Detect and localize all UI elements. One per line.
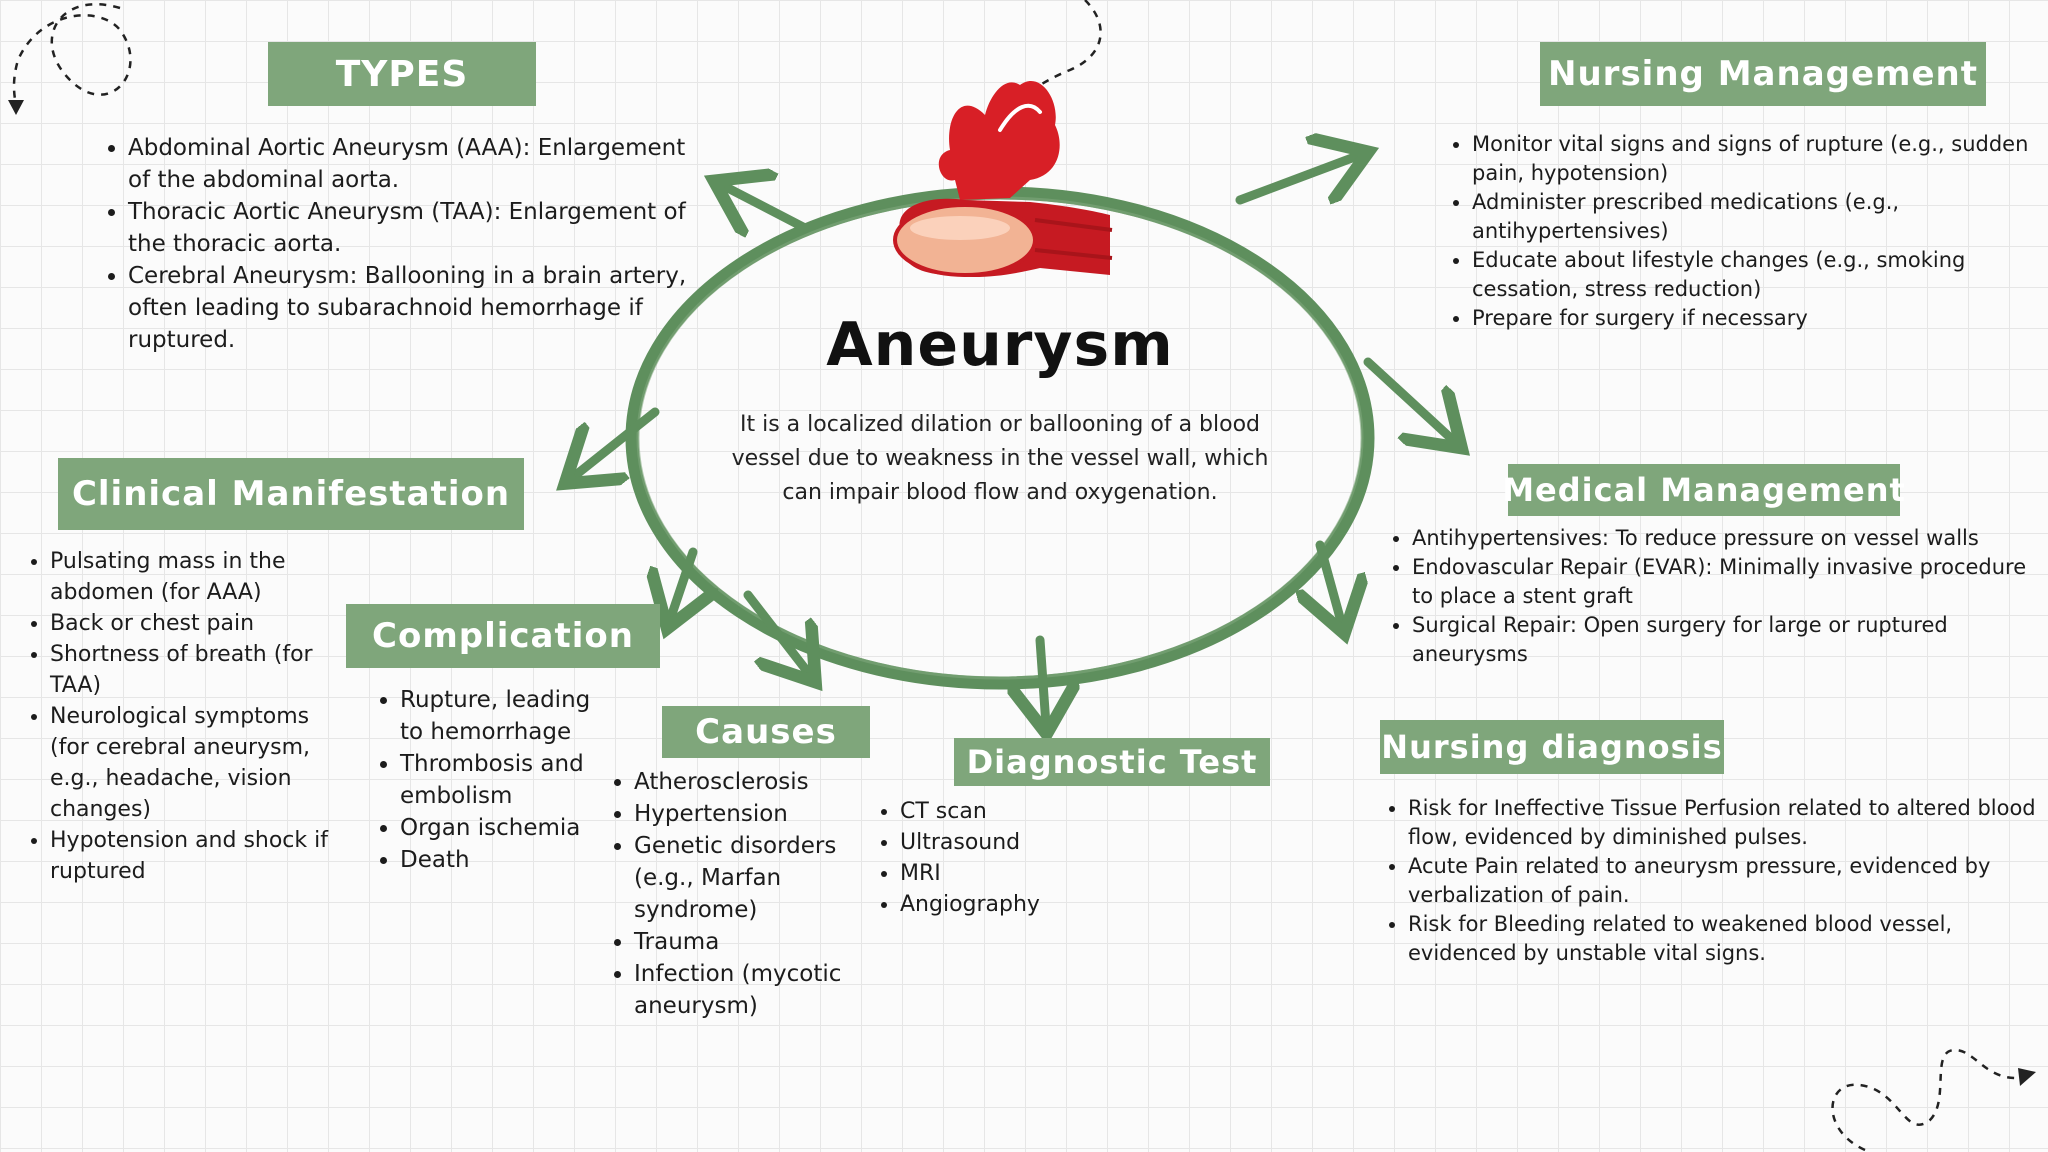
clinical-manifestation-list: Pulsating mass in the abdomen (for AAA) … [24,546,350,887]
clinical-manifestation-header: Clinical Manifestation [58,458,524,530]
arrow-to-causes [743,590,810,675]
causes-item: Atherosclerosis [634,766,864,798]
types-item: Abdominal Aortic Aneurysm (AAA): Enlarge… [128,132,688,196]
clinical-manifestation-item: Back or chest pain [50,608,350,639]
medical-management-header: Medical Management [1502,464,1905,516]
nursing-diagnosis-item: Acute Pain related to aneurysm pressure,… [1408,852,2048,910]
nursing-management-item: Educate about lifestyle changes (e.g., s… [1472,246,2048,304]
causes-item: Trauma [634,926,864,958]
nursing-management-item: Administer prescribed medications (e.g.,… [1472,188,2048,246]
decorative-dashed-line-top [1034,0,1102,90]
causes-header: Causes [662,706,870,758]
diagnostic-test-list: CT scan Ultrasound MRI Angiography [874,796,1160,920]
arrow-to-types [722,185,810,228]
diagnostic-test-item: Angiography [900,889,1160,920]
decorative-arrowhead-bottom-right [2018,1068,2036,1086]
arrow-to-nursing-management [1235,155,1360,200]
nursing-management-list: Monitor vital signs and signs of rupture… [1446,130,2048,333]
nursing-diagnosis-list: Risk for Ineffective Tissue Perfusion re… [1382,794,2048,968]
types-item: Thoracic Aortic Aneurysm (TAA): Enlargem… [128,196,688,260]
diagnostic-test-item: MRI [900,858,1160,889]
diagnostic-test-header: Diagnostic Test [954,738,1270,786]
medical-management-item: Surgical Repair: Open surgery for large … [1412,611,2048,669]
causes-item: Genetic disorders (e.g., Marfan syndrome… [634,830,864,926]
complication-item: Thrombosis and embolism [400,748,600,812]
arrow-to-complication [670,547,693,620]
nursing-diagnosis-header: Nursing diagnosis [1380,720,1724,774]
clinical-manifestation-item: Hypotension and shock if ruptured [50,825,350,887]
nursing-management-item: Monitor vital signs and signs of rupture… [1472,130,2048,188]
arrow-to-nursing-diagnosis [1320,540,1342,625]
clinical-manifestation-item: Neurological symptoms (for cerebral aneu… [50,701,350,825]
causes-list: Atherosclerosis Hypertension Genetic dis… [608,766,864,1022]
decorative-dashed-loop-top-left [12,2,132,106]
medical-management-item: Endovascular Repair (EVAR): Minimally in… [1412,553,2048,611]
diagnostic-test-item: Ultrasound [900,827,1160,858]
decorative-dashed-loop-bottom-right [1831,1048,2021,1152]
arrow-to-medical-management [1363,357,1455,442]
nursing-management-header: Nursing Management [1540,42,1986,106]
medical-management-item: Antihypertensives: To reduce pressure on… [1412,524,2048,553]
complication-item: Rupture, leading to hemorrhage [400,684,600,748]
complication-header: Complication [346,604,660,668]
complication-item: Organ ischemia [400,812,600,844]
nursing-management-item: Prepare for surgery if necessary [1472,304,2048,333]
central-definition: It is a localized dilation or ballooning… [731,412,1269,505]
aneurysm-vessel-illustration [893,80,1113,278]
medical-management-list: Antihypertensives: To reduce pressure on… [1386,524,2048,669]
clinical-manifestation-item: Shortness of breath (for TAA) [50,639,350,701]
decorative-arrowhead-top-left [8,100,24,115]
causes-item: Hypertension [634,798,864,830]
nursing-diagnosis-item: Risk for Ineffective Tissue Perfusion re… [1408,794,2048,852]
types-item: Cerebral Aneurysm: Ballooning in a brain… [128,260,688,356]
complication-item: Death [400,844,600,876]
types-list: Abdominal Aortic Aneurysm (AAA): Enlarge… [102,132,688,356]
causes-item: Infection (mycotic aneurysm) [634,958,864,1022]
diagnostic-test-item: CT scan [900,796,1160,827]
nursing-diagnosis-item: Risk for Bleeding related to weakened bl… [1408,910,2048,968]
arrow-to-diagnostic-test [1040,635,1046,725]
complication-list: Rupture, leading to hemorrhage Thrombosi… [374,684,600,876]
central-title: Aneurysm [826,310,1174,380]
arrow-to-clinical-manifestation [572,407,660,478]
types-header: TYPES [268,42,536,106]
clinical-manifestation-item: Pulsating mass in the abdomen (for AAA) [50,546,350,608]
